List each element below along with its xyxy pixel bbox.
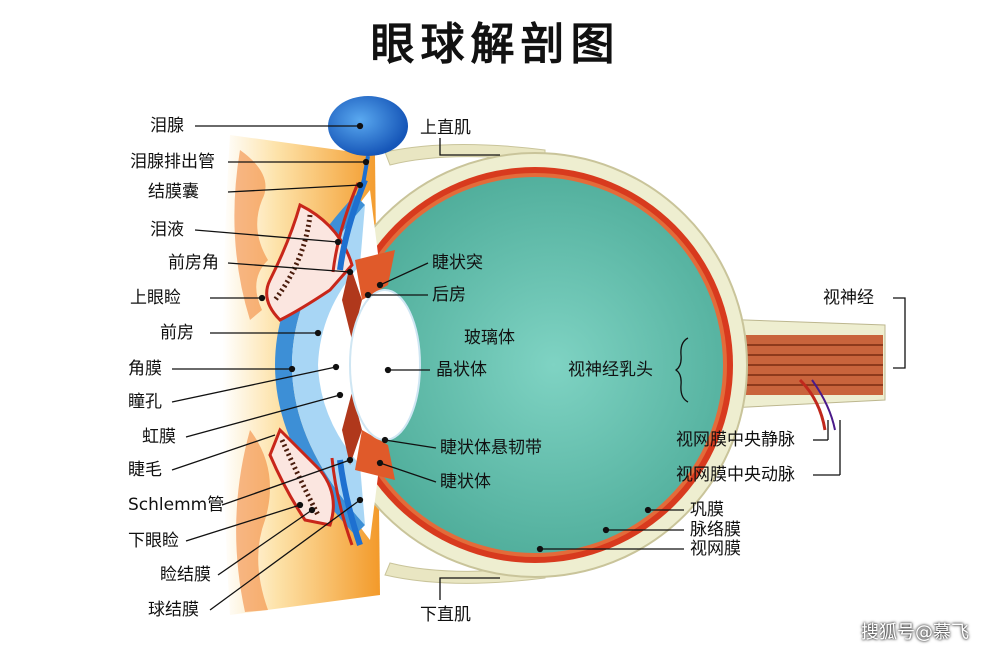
label-pupil: 瞳孔 (128, 392, 162, 412)
left-leader-lines (171, 122, 370, 611)
ciliary-body-upper (355, 250, 395, 300)
label-palpebral-conjunctiva: 睑结膜 (160, 565, 211, 585)
label-vitreous: 玻璃体 (464, 328, 515, 348)
iris-lower (342, 392, 362, 465)
vitreous-body (347, 177, 723, 553)
label-optic-nerve: 视神经 (823, 288, 874, 308)
label-cornea: 角膜 (128, 359, 162, 379)
label-lacrimal-gland: 泪腺 (150, 116, 184, 136)
label-posterior-chamber: 后房 (432, 285, 466, 305)
lens-shape (349, 289, 421, 441)
watermark: 搜狐号@慕飞 (861, 622, 969, 643)
label-iris: 虹膜 (142, 427, 176, 447)
label-schlemm-canal: Schlemm管 (128, 495, 225, 515)
label-anterior-chamber-angle: 前房角 (168, 253, 219, 273)
page-title: 眼球解剖图 (370, 19, 621, 70)
ciliary-body-lower (355, 430, 395, 480)
label-optic-disc: 视神经乳头 (568, 360, 653, 380)
label-tears: 泪液 (150, 220, 184, 240)
label-central-retinal-artery: 视网膜中央动脉 (676, 465, 795, 485)
label-lacrimal-duct: 泪腺排出管 (130, 152, 215, 172)
right-leader-lines (364, 138, 906, 600)
iris-upper (342, 265, 362, 340)
label-central-retinal-vein: 视网膜中央静脉 (676, 430, 795, 450)
label-eyelash: 睫毛 (128, 460, 162, 480)
label-upper-eyelid: 上眼睑 (130, 288, 181, 308)
label-retina: 视网膜 (690, 539, 741, 559)
conjunctiva-lower (337, 459, 363, 546)
label-ciliary-process: 睫状突 (432, 253, 483, 273)
label-choroid: 脉络膜 (690, 520, 741, 540)
label-zonule: 睫状体悬韧带 (440, 438, 542, 458)
label-inferior-rectus: 下直肌 (420, 605, 471, 625)
lacrimal-gland-shape (328, 96, 408, 156)
label-superior-rectus: 上直肌 (420, 118, 471, 138)
lower-lash-line (279, 438, 321, 517)
skin-fold-lower (236, 430, 270, 612)
label-anterior-chamber: 前房 (160, 323, 194, 343)
upper-lash-line (272, 214, 313, 302)
label-bulbar-conjunctiva: 球结膜 (148, 600, 199, 620)
conjunctiva-upper (337, 178, 368, 271)
conjunctiva-red-upper (331, 182, 360, 273)
label-conjunctival-sac: 结膜囊 (148, 182, 199, 202)
label-lens: 晶状体 (436, 360, 487, 380)
label-ciliary-body: 睫状体 (440, 472, 491, 492)
label-sclera: 巩膜 (690, 500, 724, 520)
label-lower-eyelid: 下眼睑 (128, 531, 179, 551)
